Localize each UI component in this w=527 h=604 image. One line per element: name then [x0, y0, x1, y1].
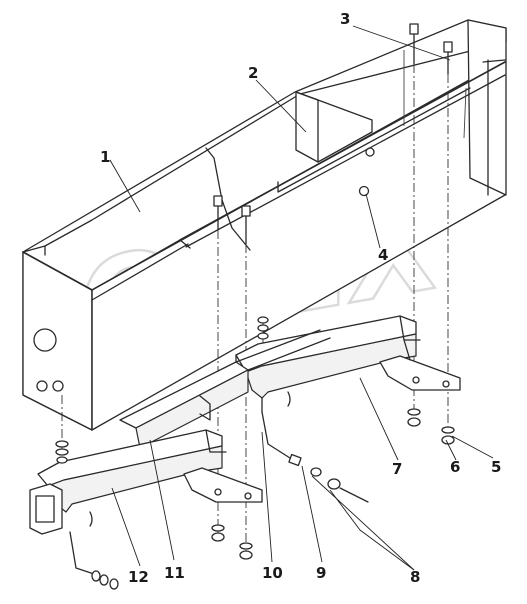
callout-1: 1	[100, 148, 110, 166]
rod-part-10	[261, 411, 302, 467]
callout-3: 3	[340, 10, 350, 28]
callout-10: 10	[262, 564, 283, 582]
callout-5: 5	[491, 458, 501, 476]
callout-labels: 1 2 3 4 5 6 7 8 9 10 11 12	[100, 10, 501, 586]
callout-6: 6	[450, 458, 460, 476]
nut-stack-left-top	[55, 440, 69, 464]
nut-stack-rod-end	[91, 570, 119, 590]
callout-9: 9	[316, 564, 326, 582]
bracket-part-12	[29, 429, 263, 575]
leader-lines	[109, 25, 494, 571]
nut-set-part-8	[310, 467, 369, 503]
nut-stack-mid-top	[257, 316, 269, 340]
callout-12: 12	[128, 568, 149, 586]
callout-7: 7	[392, 460, 402, 478]
nut-stack-right-5-6	[407, 408, 455, 445]
callout-8: 8	[410, 568, 420, 586]
bracket-part-7	[235, 315, 461, 413]
panel-part-1	[22, 19, 507, 431]
bolt-pair-middle	[213, 195, 251, 245]
callout-11: 11	[164, 564, 185, 582]
callout-2: 2	[248, 64, 258, 82]
channel-part-11	[119, 329, 331, 449]
nut-stack-bottom-left	[211, 524, 253, 560]
callout-4: 4	[378, 246, 388, 264]
bolt-pair-part-3	[409, 23, 453, 75]
